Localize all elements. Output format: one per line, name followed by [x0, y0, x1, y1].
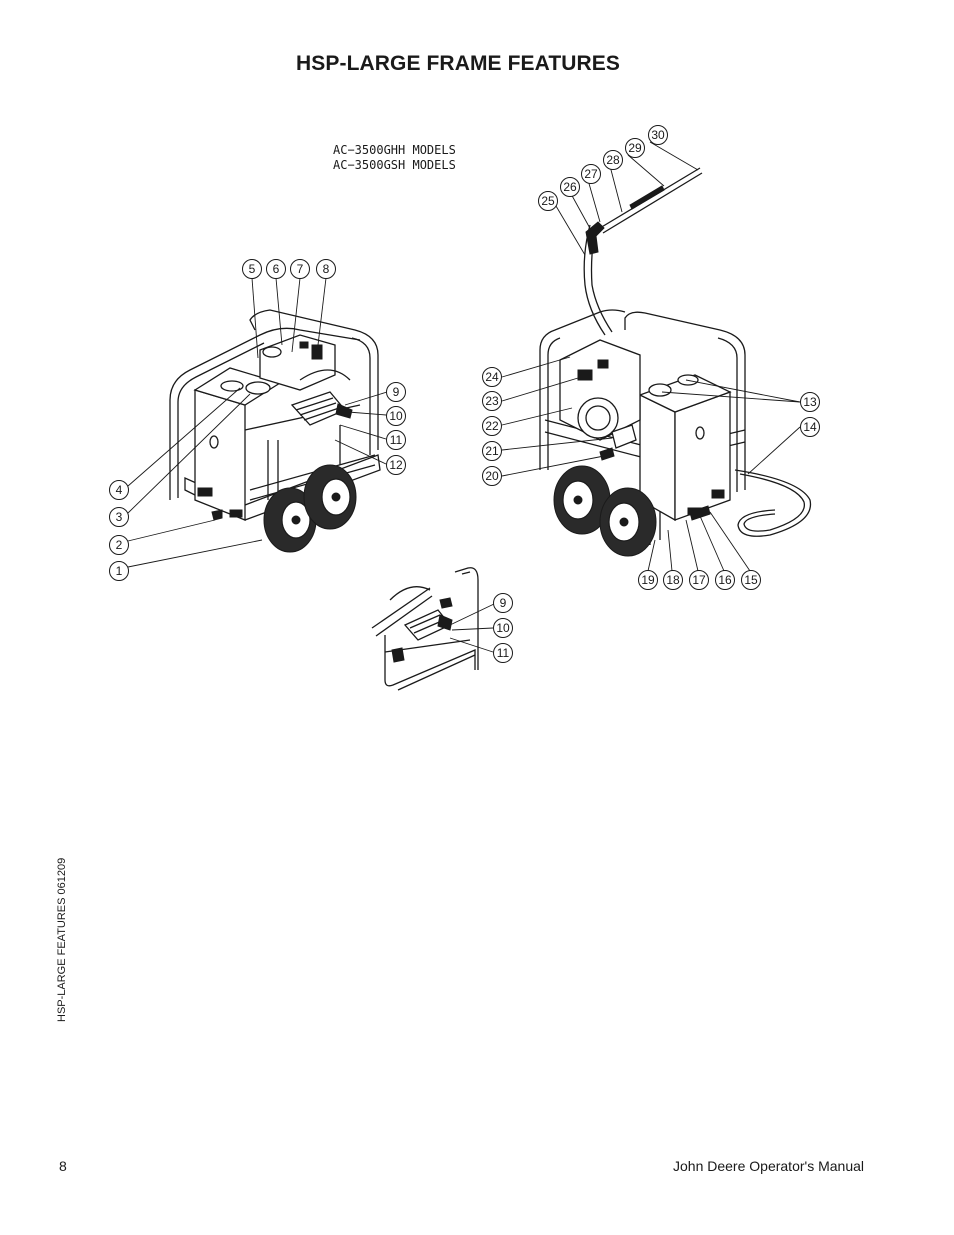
- callout-3: 3: [109, 507, 129, 527]
- svg-text:10: 10: [389, 409, 403, 423]
- svg-text:26: 26: [563, 180, 577, 194]
- callout-1: 1: [109, 561, 129, 581]
- svg-text:2: 2: [116, 538, 123, 552]
- svg-text:3: 3: [116, 510, 123, 524]
- callout-16: 16: [715, 570, 735, 590]
- svg-text:30: 30: [651, 128, 665, 142]
- page-title: HSP-LARGE FRAME FEATURES: [296, 52, 621, 75]
- svg-text:22: 22: [485, 419, 499, 433]
- svg-text:20: 20: [485, 469, 499, 483]
- svg-text:9: 9: [393, 385, 400, 399]
- svg-text:11: 11: [390, 433, 403, 447]
- svg-text:18: 18: [666, 573, 680, 587]
- callout-13: 13: [800, 392, 820, 412]
- svg-text:6: 6: [273, 262, 280, 276]
- svg-text:13: 13: [803, 395, 817, 409]
- detail-inset-illustration: [371, 567, 479, 691]
- leader-lines: [127, 141, 801, 653]
- callout-5: 5: [242, 259, 262, 279]
- callout-20: 20: [482, 466, 502, 486]
- svg-text:8: 8: [323, 262, 330, 276]
- callout-21: 21: [482, 441, 502, 461]
- model-labels: AC−3500GHH MODELS AC−3500GSH MODELS: [333, 143, 456, 172]
- svg-text:24: 24: [485, 370, 499, 384]
- svg-text:4: 4: [116, 483, 123, 497]
- callout-9: 9: [386, 382, 406, 402]
- callout-26: 26: [560, 177, 580, 197]
- callout-27: 27: [581, 164, 601, 184]
- callout-19: 19: [638, 570, 658, 590]
- footer-manual-title: John Deere Operator's Manual: [673, 1158, 864, 1174]
- svg-text:1: 1: [116, 564, 123, 578]
- callout-28: 28: [603, 150, 623, 170]
- svg-text:5: 5: [249, 262, 256, 276]
- svg-text:27: 27: [584, 167, 598, 181]
- model-line-2: AC−3500GSH MODELS: [333, 158, 456, 172]
- callouts-left: 5 6 7 8 9 10 11 12 4 3 2 1: [109, 259, 406, 581]
- svg-text:9: 9: [500, 596, 507, 610]
- page-number: 8: [59, 1158, 67, 1174]
- svg-text:21: 21: [485, 444, 499, 458]
- callout-7: 7: [290, 259, 310, 279]
- svg-text:23: 23: [485, 394, 499, 408]
- callout-30: 30: [648, 125, 668, 145]
- callout-22: 22: [482, 416, 502, 436]
- callouts-detail: 9 10 11: [493, 593, 513, 663]
- callout-14: 14: [800, 417, 820, 437]
- svg-text:15: 15: [744, 573, 758, 587]
- callout-23: 23: [482, 391, 502, 411]
- callout-11: 11: [386, 430, 406, 450]
- callout-detail-10: 10: [493, 618, 513, 638]
- svg-text:16: 16: [718, 573, 732, 587]
- callout-detail-9: 9: [493, 593, 513, 613]
- callout-4: 4: [109, 480, 129, 500]
- svg-text:19: 19: [641, 573, 655, 587]
- callout-24: 24: [482, 367, 502, 387]
- svg-text:7: 7: [297, 262, 304, 276]
- right-machine-illustration: [539, 167, 812, 557]
- callout-2: 2: [109, 535, 129, 555]
- callout-18: 18: [663, 570, 683, 590]
- svg-text:29: 29: [628, 141, 642, 155]
- svg-text:11: 11: [497, 646, 510, 660]
- callout-6: 6: [266, 259, 286, 279]
- callout-17: 17: [689, 570, 709, 590]
- svg-text:25: 25: [541, 194, 555, 208]
- callout-10: 10: [386, 406, 406, 426]
- callout-29: 29: [625, 138, 645, 158]
- callout-25: 25: [538, 191, 558, 211]
- callout-15: 15: [741, 570, 761, 590]
- svg-text:10: 10: [496, 621, 510, 635]
- model-line-1: AC−3500GHH MODELS: [333, 143, 456, 157]
- callouts-right: 30 29 28 27 26 25 24 23 22 21 20 13 14 1…: [482, 125, 820, 590]
- callout-12: 12: [386, 455, 406, 475]
- svg-text:28: 28: [606, 153, 620, 167]
- callout-detail-11: 11: [493, 643, 513, 663]
- svg-text:12: 12: [389, 458, 403, 472]
- callout-8: 8: [316, 259, 336, 279]
- left-machine-illustration: [169, 309, 381, 553]
- svg-text:14: 14: [803, 420, 817, 434]
- svg-text:17: 17: [692, 573, 706, 587]
- side-document-code: HSP-LARGE FEATURES 061209: [56, 857, 68, 1022]
